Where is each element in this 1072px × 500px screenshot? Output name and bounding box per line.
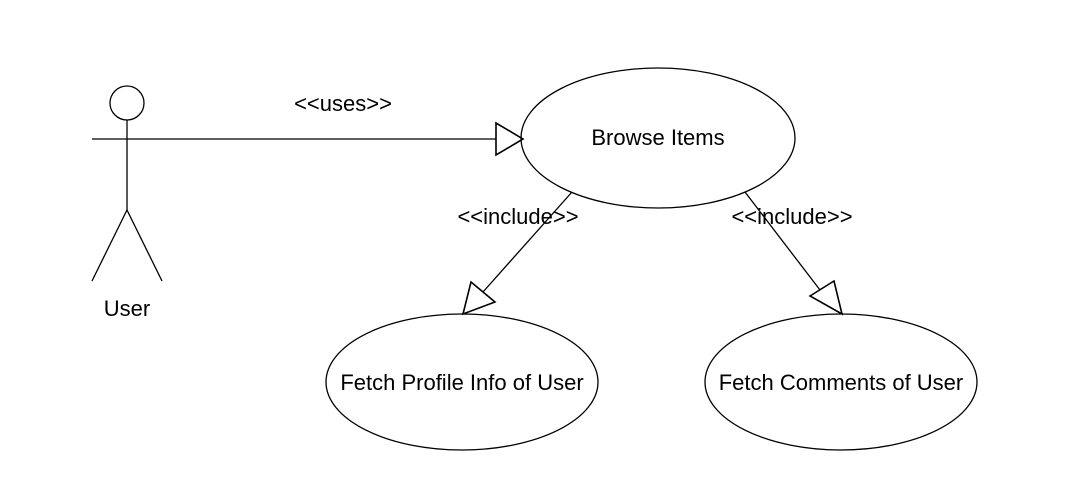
include-profile-relation[interactable]: <<include>>	[457, 191, 579, 316]
uses-label: <<uses>>	[294, 91, 392, 116]
use-case-ellipse	[325, 313, 599, 451]
actor-user[interactable]: User	[91, 85, 163, 321]
uses-relation[interactable]: <<uses>>	[162, 91, 525, 157]
use-case-ellipse	[704, 313, 978, 451]
actor-label: User	[104, 296, 150, 321]
include-line	[744, 191, 821, 291]
actor-right-leg	[126, 209, 163, 282]
use-case-label: Browse Items	[591, 125, 724, 150]
use-case-fetch-comments[interactable]: Fetch Comments of User	[704, 313, 978, 451]
include-label: <<include>>	[731, 204, 852, 229]
actor-head	[109, 85, 145, 121]
use-case-ellipse	[520, 67, 796, 209]
actor-left-leg	[91, 209, 128, 282]
use-case-browse-items[interactable]: Browse Items	[520, 67, 796, 209]
uses-arrowhead	[495, 121, 525, 157]
include-label: <<include>>	[457, 204, 578, 229]
include-comments-relation[interactable]: <<include>>	[731, 191, 853, 316]
use-case-label: Fetch Comments of User	[719, 370, 964, 395]
include-arrowhead	[808, 279, 844, 316]
use-case-fetch-profile[interactable]: Fetch Profile Info of User	[325, 313, 599, 451]
include-arrowhead	[461, 280, 497, 316]
include-line	[482, 191, 573, 293]
use-case-label: Fetch Profile Info of User	[340, 370, 583, 395]
